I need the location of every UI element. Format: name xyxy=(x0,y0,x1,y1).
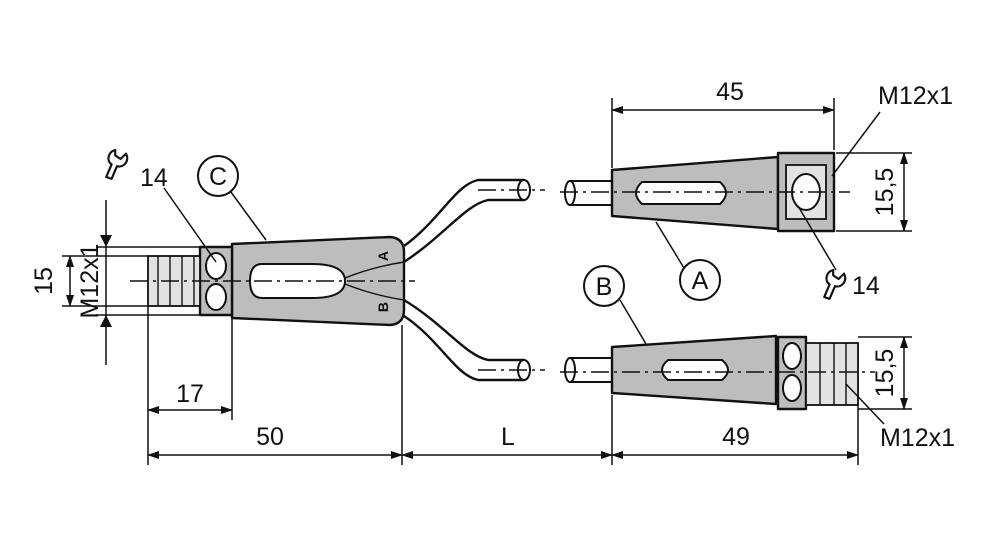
callout-c-leader xyxy=(227,187,267,241)
callouts: C A B xyxy=(197,155,721,345)
left-hex-flat-lower xyxy=(205,283,227,311)
body-mark-a: A xyxy=(375,251,391,261)
dimensions: 45 15,5 M12x1 14 15,5 M12x1 14 xyxy=(30,78,955,465)
bottom-hex-flat-upper xyxy=(782,342,802,370)
dim-L: L xyxy=(501,423,515,451)
top-thread-leader xyxy=(831,111,881,177)
top-cable-end xyxy=(564,180,576,206)
bottom-cable-end xyxy=(564,357,576,383)
arrow-left-15-top xyxy=(100,235,112,247)
callout-b-circle xyxy=(583,265,625,307)
wrench-top-icon xyxy=(823,268,847,300)
splitter-fork-lower xyxy=(344,283,405,301)
wrench-left-leader xyxy=(163,187,217,263)
splitter-fork-upper xyxy=(344,261,405,279)
top-cable xyxy=(569,180,613,206)
dim-49: 49 xyxy=(722,423,750,451)
left-thread-label: M12x1 xyxy=(76,243,104,318)
lower-branch-outer xyxy=(402,314,526,382)
top-connector xyxy=(560,151,850,233)
lower-branch-inner xyxy=(402,298,526,362)
bottom-thread xyxy=(805,342,859,406)
dim-17: 17 xyxy=(176,380,204,408)
left-hex-flat-upper xyxy=(205,252,227,280)
bottom-body-slot xyxy=(661,359,729,381)
dim-top-155: 15,5 xyxy=(871,168,899,217)
callout-c-circle xyxy=(197,155,239,197)
callout-a-circle xyxy=(679,259,721,301)
bottom-thread-leader xyxy=(845,383,885,425)
callout-c: C xyxy=(209,163,227,191)
callout-b: B xyxy=(596,273,613,301)
wrench-top-size: 14 xyxy=(852,272,880,300)
callout-a: A xyxy=(692,267,709,295)
arrow-left-15-bot xyxy=(100,315,112,327)
dim-bottom-155: 15,5 xyxy=(871,349,899,398)
top-thread-label: M12x1 xyxy=(878,82,953,110)
top-body-slot xyxy=(635,181,727,205)
wrench-top-leader xyxy=(797,205,837,271)
wrench-left-icon xyxy=(105,148,129,180)
left-splitter: A B xyxy=(130,178,545,382)
dim-left-15: 15 xyxy=(30,267,58,295)
wrench-left-size: 14 xyxy=(140,164,168,192)
bottom-cable xyxy=(569,357,613,383)
upper-branch-inner xyxy=(402,198,526,264)
bottom-connector xyxy=(560,334,875,411)
dim-50: 50 xyxy=(256,423,284,451)
bottom-hex-flat-lower xyxy=(782,374,802,402)
callout-a-leader xyxy=(655,221,685,269)
dim-45: 45 xyxy=(716,78,744,106)
body-mark-b: B xyxy=(375,302,391,312)
upper-branch-outer xyxy=(402,178,526,248)
callout-b-leader xyxy=(619,299,647,345)
bottom-thread-label: M12x1 xyxy=(880,424,955,452)
